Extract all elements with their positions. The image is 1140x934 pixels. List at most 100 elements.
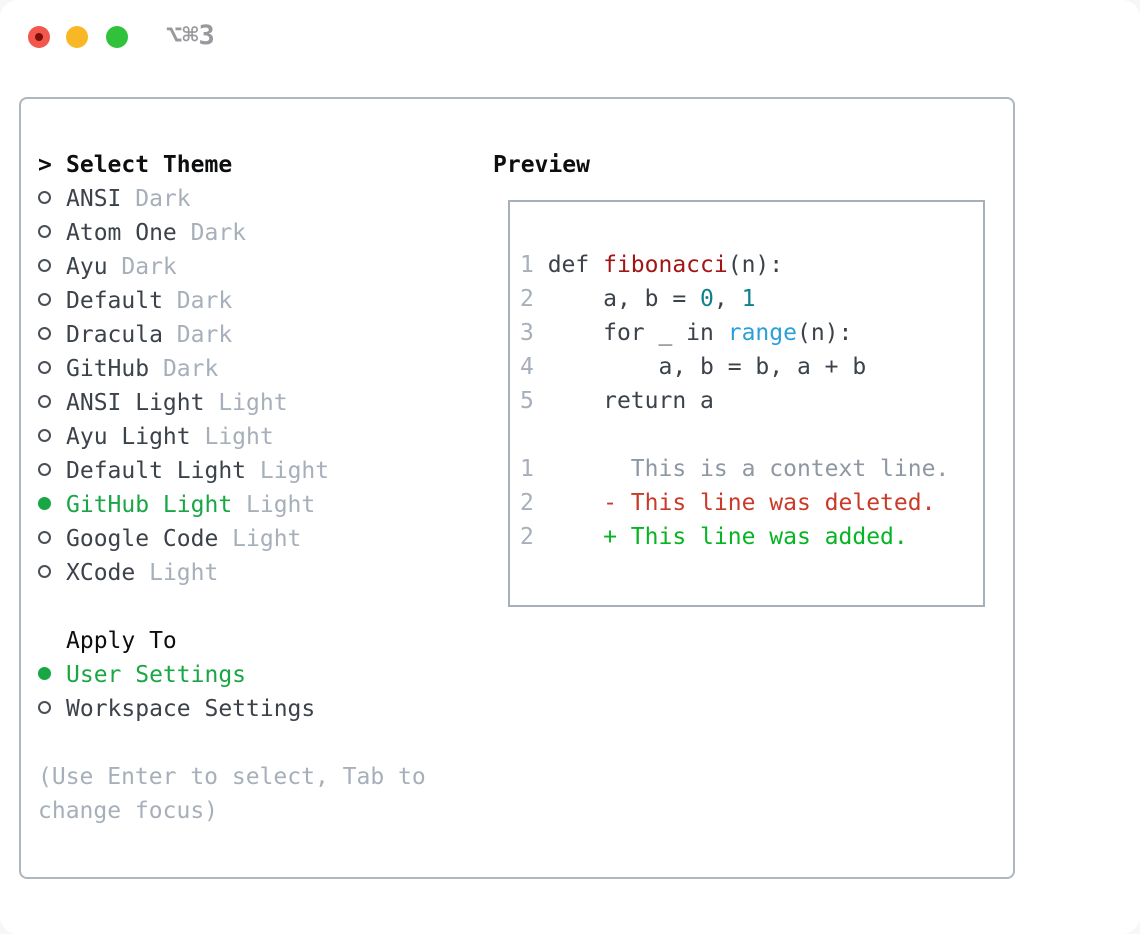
radio-cell [38,522,66,556]
theme-option-default-dark[interactable]: Default Dark [38,284,426,318]
theme-option-google-code-light[interactable]: Google Code Light [38,522,426,556]
code-segment-numlit: 0 [700,286,714,312]
code-segment-plain [548,490,603,516]
code-segment-added: + This line was added. [603,524,908,550]
theme-option-ansi-light-light[interactable]: ANSI Light Light [38,386,426,420]
radio-cell [38,658,66,692]
blank-line [520,418,983,452]
apply-to-heading: Apply To [38,624,426,658]
apply-option-label: User Settings [66,662,247,688]
diff-context-line: 1 This is a context line. [520,452,983,486]
code-segment-plain: a, b = b, a + b [547,354,867,380]
radio-icon [38,395,51,408]
window-title: ⌥⌘3 [166,20,215,51]
code-segment-num: 3 [520,320,548,346]
apply-option-workspace-settings[interactable]: Workspace Settings [38,692,426,726]
theme-option-dracula-dark[interactable]: Dracula Dark [38,318,426,352]
theme-option-ayu-light-light[interactable]: Ayu Light Light [38,420,426,454]
code-segment-plain: for _ in [547,320,728,346]
apply-option-label: Workspace Settings [66,696,316,722]
code-segment-plain: , [713,286,742,312]
radio-selected-icon [38,667,51,680]
theme-name: Ayu Light [66,424,205,450]
select-theme-heading: > Select Theme [38,148,426,182]
code-segment-num: 2 [520,286,548,312]
code-segment-num: 5 [520,388,548,414]
theme-option-atom-one-dark[interactable]: Atom One Dark [38,216,426,250]
select-theme-heading-label: Select Theme [66,152,233,178]
radio-icon [38,327,51,340]
theme-variant: Dark [162,356,219,382]
radio-icon [38,361,51,374]
code-line: 4 a, b = b, a + b [520,350,983,384]
code-line: 1 def fibonacci(n): [520,248,983,282]
radio-cell [38,556,66,590]
radio-cell [38,318,66,352]
theme-variant: Light [149,560,219,586]
radio-icon [38,565,51,578]
diff-deleted-line: 2 - This line was deleted. [520,486,983,520]
radio-icon [38,225,51,238]
radio-icon [38,429,51,442]
theme-name: GitHub [66,356,163,382]
focus-cursor-icon: > [38,152,52,178]
theme-option-xcode-light[interactable]: XCode Light [38,556,426,590]
theme-variant: Light [232,526,302,552]
radio-icon [38,293,51,306]
diff-added-line: 2 + This line was added. [520,520,983,554]
hint-text: change focus) [38,798,219,824]
code-segment-deleted: - This line was deleted. [603,490,936,516]
radio-icon [38,259,51,272]
theme-variant: Dark [190,220,247,246]
code-segment-plain: return a [547,388,714,414]
theme-name: Atom One [66,220,191,246]
theme-option-ayu-dark[interactable]: Ayu Dark [38,250,426,284]
theme-name: Dracula [66,322,177,348]
radio-cell [38,454,66,488]
code-segment-func: fibonacci [603,252,728,278]
code-segment-num: 1 [520,456,548,482]
radio-cell [38,352,66,386]
theme-option-github-dark[interactable]: GitHub Dark [38,352,426,386]
theme-option-github-light-light[interactable]: GitHub Light Light [38,488,426,522]
theme-name: Default Light [66,458,260,484]
radio-icon [38,463,51,476]
radio-icon [38,701,51,714]
radio-icon [38,191,51,204]
code-segment-builtin: range [727,320,797,346]
theme-variant: Dark [176,288,233,314]
theme-variant: Dark [176,322,233,348]
code-segment-context: This is a context line. [547,456,950,482]
code-segment-num: 2 [520,524,548,550]
apply-option-user-settings[interactable]: User Settings [38,658,426,692]
theme-variant: Light [259,458,330,484]
code-line: 3 for _ in range(n): [520,316,983,350]
close-dot-icon [35,33,43,41]
theme-variant: Dark [121,254,177,280]
theme-option-ansi-dark[interactable]: ANSI Dark [38,182,426,216]
hint-text-line-2: change focus) [38,794,426,828]
minimize-button[interactable] [66,26,88,48]
code-segment-plain: def [547,252,604,278]
code-segment-plain: (n): [796,320,853,346]
code-segment-plain: (n): [727,252,784,278]
radio-cell [38,386,66,420]
theme-option-default-light-light[interactable]: Default Light Light [38,454,426,488]
code-segment-plain [548,524,603,550]
hint-text-line-1: (Use Enter to select, Tab to [38,760,426,794]
close-button[interactable] [28,26,50,48]
code-segment-num: 4 [520,354,548,380]
code-segment-num: 1 [520,252,548,278]
theme-name: XCode [66,560,150,586]
zoom-button[interactable] [106,26,128,48]
spacer-row [38,590,426,624]
code-segment-num: 2 [520,490,548,516]
theme-name: ANSI Light [66,390,219,416]
radio-cell [38,692,66,726]
theme-variant: Dark [135,186,191,212]
code-line: 2 a, b = 0, 1 [520,282,983,316]
preview-heading: Preview [493,152,590,178]
theme-variant: Light [246,492,316,518]
